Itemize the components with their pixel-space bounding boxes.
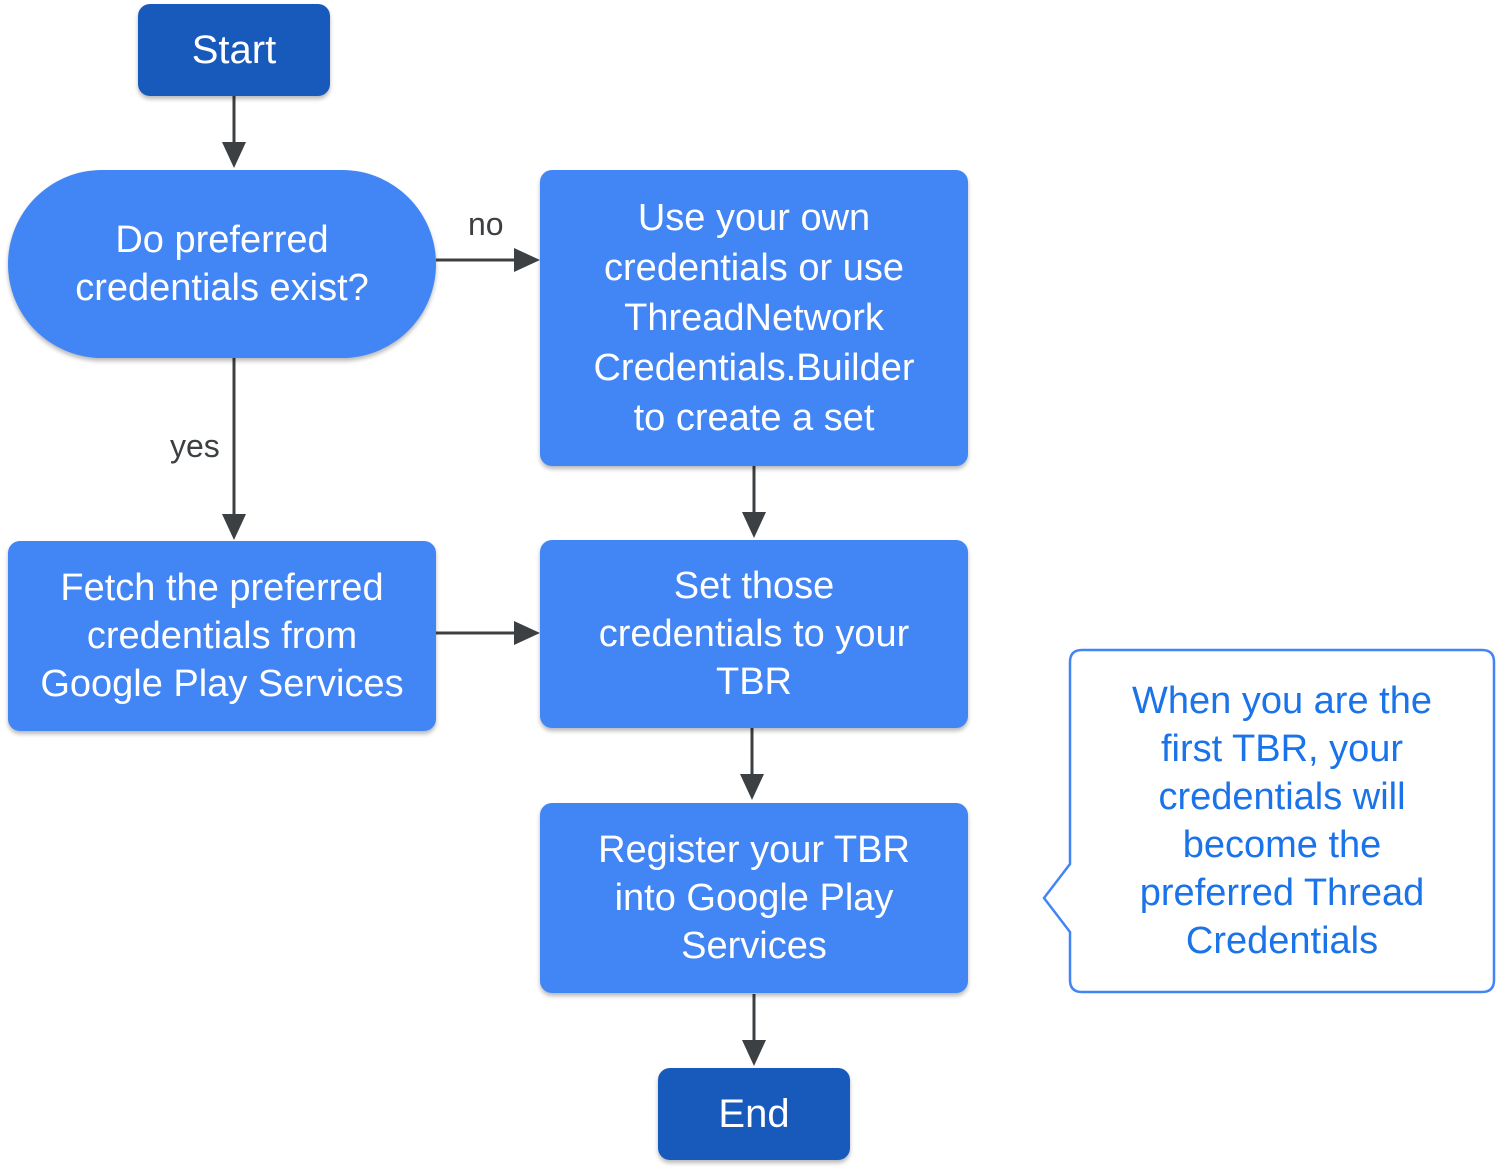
own-credentials-node: Use your own credentials or use ThreadNe… — [540, 170, 968, 466]
edge-label-yes: yes — [170, 428, 220, 464]
arrowhead-register-to-end — [742, 1040, 766, 1066]
start-node-label: Start — [191, 28, 277, 72]
edge-label-no: no — [468, 206, 504, 242]
register-node-label: Register your TBR into Google Play Servi… — [598, 829, 910, 967]
arrowhead-decision-to-own-credentials — [514, 248, 540, 272]
end-node-label: End — [718, 1092, 790, 1136]
arrowhead-set-to-register — [740, 774, 764, 800]
set-credentials-node-label: Set those credentials to your TBR — [598, 565, 910, 703]
set-credentials-node: Set those credentials to your TBR — [540, 540, 968, 728]
arrowhead-own-credentials-to-set — [742, 512, 766, 538]
own-credentials-node-label: Use your own credentials or use ThreadNe… — [593, 197, 915, 439]
arrowhead-decision-to-fetch — [222, 514, 246, 540]
decision-node-label: Do preferred credentials exist? — [75, 219, 369, 309]
end-node: End — [658, 1068, 850, 1160]
callout-bubble — [1042, 648, 1496, 994]
register-node: Register your TBR into Google Play Servi… — [540, 803, 968, 993]
fetch-node-label: Fetch the preferred credentials from Goo… — [40, 567, 404, 705]
fetch-node: Fetch the preferred credentials from Goo… — [8, 541, 436, 731]
arrowhead-fetch-to-set — [514, 621, 540, 645]
start-node: Start — [138, 4, 330, 96]
arrowhead-start-to-decision — [222, 142, 246, 168]
decision-node: Do preferred credentials exist? — [8, 170, 436, 358]
callout-text: When you are the first TBR, your credent… — [1132, 680, 1432, 962]
